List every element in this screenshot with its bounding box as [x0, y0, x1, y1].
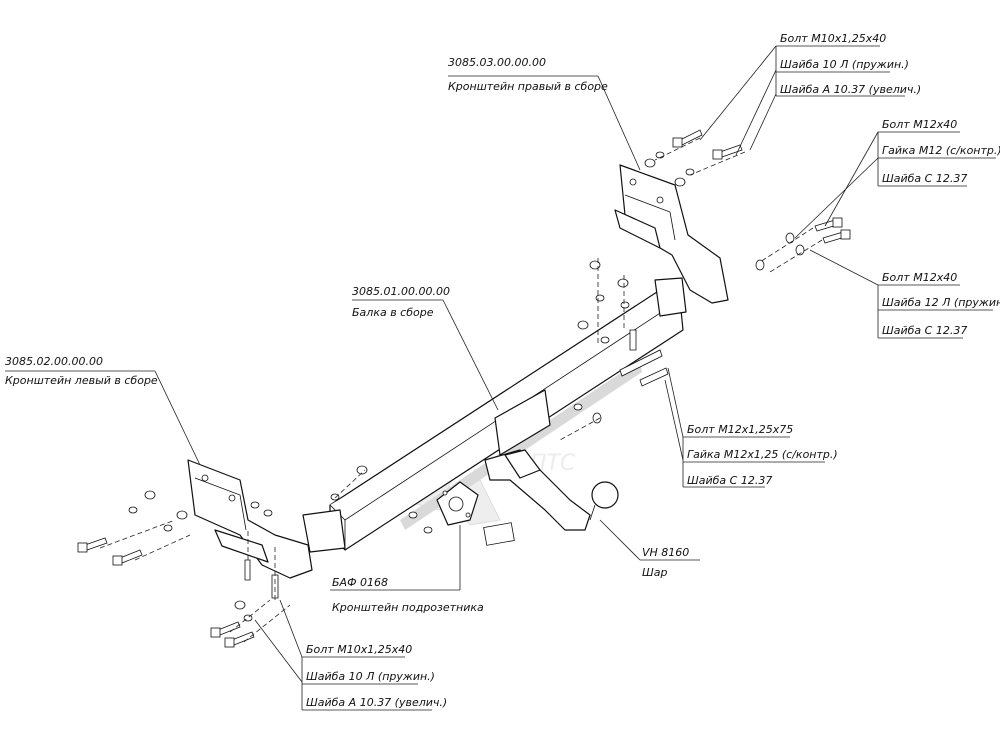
hw-top-right-1: Болт М10х1,25х40 [780, 32, 886, 45]
bracket-left-name: Кронштейн левый в сборе [5, 374, 158, 387]
beam-name: Балка в сборе [352, 306, 434, 319]
hw-right-lower-3: Шайба С 12.37 [882, 324, 967, 337]
leader-lines [5, 45, 996, 711]
hw-right-lower-2: Шайба 12 Л (пружин.) [882, 296, 1000, 309]
bracket-right [614, 164, 729, 304]
hw-bottom-left-3: Шайба А 10.37 (увелич.) [306, 696, 447, 709]
fasteners [77, 129, 851, 648]
bracket-left-code: 3085.02.00.00.00 [5, 355, 103, 368]
hardware-labels: Болт М10х1,25х40 Шайба 10 Л (пружин.) Ша… [306, 32, 1000, 709]
hw-top-right-3: Шайба А 10.37 (увелич.) [780, 83, 921, 96]
hw-top-right-2: Шайба 10 Л (пружин.) [780, 58, 909, 71]
part-labels: 3085.03.00.00.00 Кронштейн правый в сбор… [5, 56, 689, 614]
hw-right-upper-2: Гайка М12 (с/контр.) [882, 144, 1000, 157]
hw-center-2: Гайка М12х1,25 (с/контр.) [687, 448, 838, 461]
socket-code: БАФ 0168 [332, 576, 388, 589]
socket-bracket [436, 481, 515, 546]
hw-right-upper-3: Шайба С 12.37 [882, 172, 967, 185]
bracket-left [187, 459, 313, 579]
ball-code: VH 8160 [642, 546, 689, 559]
bracket-right-code: 3085.03.00.00.00 [448, 56, 546, 69]
hw-bottom-left-1: Болт М10х1,25х40 [306, 643, 412, 656]
ball-hitch [484, 449, 619, 531]
ball-name: Шар [642, 566, 668, 579]
beam-code: 3085.01.00.00.00 [352, 285, 450, 298]
bracket-right-name: Кронштейн правый в сборе [448, 80, 608, 93]
hw-center-1: Болт М12х1,25х75 [687, 423, 793, 436]
hw-bottom-left-2: Шайба 10 Л (пружин.) [306, 670, 435, 683]
hw-center-3: Шайба С 12.37 [687, 474, 772, 487]
hw-right-upper-1: Болт М12х40 [882, 118, 957, 131]
hw-right-lower-1: Болт М12х40 [882, 271, 957, 284]
socket-name: Кронштейн подрозетника [332, 601, 484, 614]
